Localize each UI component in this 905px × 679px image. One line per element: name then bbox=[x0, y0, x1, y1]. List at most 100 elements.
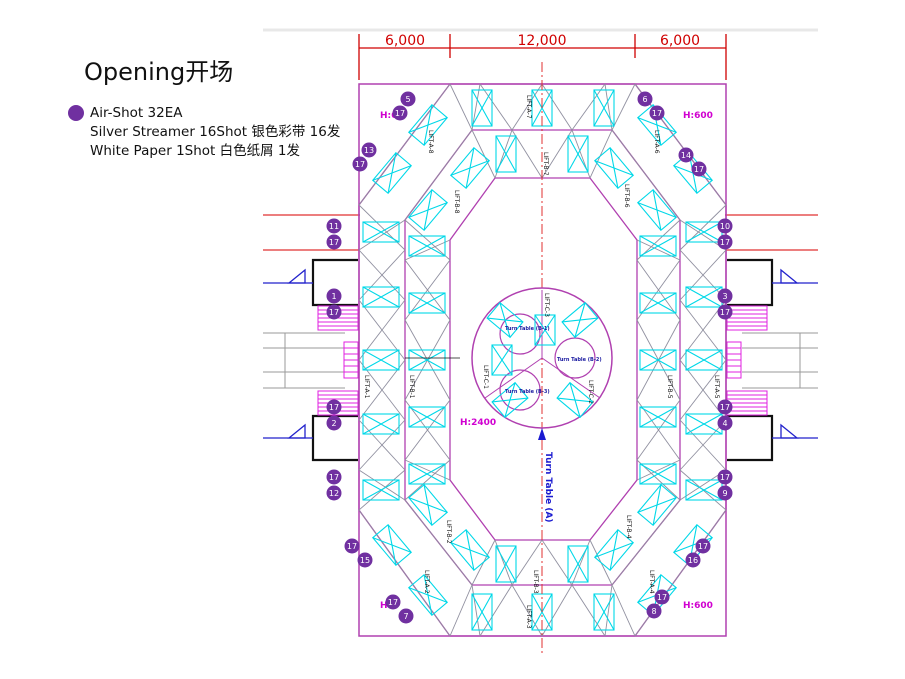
lift-label-b6: LIFT-B-6 bbox=[623, 184, 630, 208]
marker-m15: 17 bbox=[385, 594, 401, 610]
marker-m19: 14 bbox=[678, 147, 694, 163]
svg-text:17: 17 bbox=[694, 165, 704, 174]
lift-label-b3: LIFT-B-3 bbox=[532, 570, 539, 594]
dim-right: 6,000 bbox=[660, 33, 700, 49]
turntable-label-b3: Turn Table (B-3) bbox=[505, 389, 550, 395]
marker-m26: 4 bbox=[717, 415, 733, 431]
svg-text:17: 17 bbox=[720, 238, 730, 247]
marker-m25: 17 bbox=[717, 399, 733, 415]
marker-m14: 15 bbox=[357, 552, 373, 568]
svg-text:17: 17 bbox=[355, 160, 365, 169]
lift-label-a6: LIFT-A-6 bbox=[653, 130, 660, 154]
marker-m30: 16 bbox=[685, 552, 701, 568]
marker-m18: 17 bbox=[649, 105, 665, 121]
side-red-lines bbox=[263, 214, 818, 251]
marker-m21: 10 bbox=[717, 218, 733, 234]
legend-line-white-paper: White Paper 1Shot 白色纸屑 1发 bbox=[90, 143, 301, 159]
side-stairs bbox=[317, 305, 768, 416]
svg-text:10: 10 bbox=[720, 222, 730, 231]
marker-m32: 8 bbox=[646, 603, 662, 619]
svg-text:17: 17 bbox=[657, 593, 667, 602]
marker-m7: 1 bbox=[326, 288, 342, 304]
marker-m27: 17 bbox=[717, 469, 733, 485]
marker-m1: 5 bbox=[400, 91, 416, 107]
lift-label-b1: LIFT-B-1 bbox=[408, 375, 415, 399]
height-label-bottom-right: H:600 bbox=[683, 601, 713, 611]
lift-label-b4: LIFT-B-4 bbox=[625, 515, 632, 539]
marker-m10: 2 bbox=[326, 415, 342, 431]
height-label-center: H:2400 bbox=[460, 418, 496, 428]
svg-text:17: 17 bbox=[329, 238, 339, 247]
svg-text:6: 6 bbox=[642, 95, 647, 104]
turntable-label-b2: Turn Table (B-2) bbox=[557, 357, 602, 363]
legend: Air-Shot 32EA Silver Streamer 16Shot 银色彩… bbox=[68, 104, 340, 161]
lift-label-a8: LIFT-A-8 bbox=[427, 130, 434, 154]
marker-m16: 7 bbox=[398, 608, 414, 624]
marker-m13: 17 bbox=[344, 538, 360, 554]
lift-label-b5: LIFT-B-5 bbox=[666, 375, 673, 399]
marker-m6: 17 bbox=[326, 234, 342, 250]
svg-text:17: 17 bbox=[329, 308, 339, 317]
lift-label-a2: LIFT-A-2 bbox=[423, 570, 430, 594]
svg-text:12: 12 bbox=[329, 489, 339, 498]
lift-label-c3: LIFT-C-3 bbox=[543, 293, 550, 317]
svg-text:17: 17 bbox=[388, 598, 398, 607]
marker-m11: 17 bbox=[326, 469, 342, 485]
lift-label-a4: LIFT-A-4 bbox=[648, 570, 655, 594]
svg-text:2: 2 bbox=[331, 419, 336, 428]
svg-text:15: 15 bbox=[360, 556, 370, 565]
marker-m4: 17 bbox=[352, 156, 368, 172]
svg-text:14: 14 bbox=[681, 151, 691, 160]
marker-m8: 17 bbox=[326, 304, 342, 320]
svg-text:17: 17 bbox=[720, 473, 730, 482]
marker-m31: 17 bbox=[654, 589, 670, 605]
marker-m22: 17 bbox=[717, 234, 733, 250]
truss-web bbox=[358, 83, 727, 637]
lift-label-b8: LIFT-B-8 bbox=[453, 190, 460, 214]
air-shot-dot-icon bbox=[68, 105, 84, 121]
lift-label-b2: LIFT-B-2 bbox=[445, 520, 452, 544]
marker-m3: 13 bbox=[361, 142, 377, 158]
height-label-top-left: H:6 bbox=[380, 111, 397, 121]
marker-m5: 11 bbox=[326, 218, 342, 234]
turntable-label-b1: Turn Table (B-1) bbox=[505, 326, 550, 332]
air-shot-markers: 5 17 13 17 11 17 1 17 17 2 17 12 17 15 1… bbox=[326, 91, 733, 624]
side-walkways bbox=[263, 332, 818, 389]
svg-text:17: 17 bbox=[652, 109, 662, 118]
lift-label-a1: LIFT-A-1 bbox=[363, 375, 370, 399]
svg-text:3: 3 bbox=[722, 292, 727, 301]
lift-label-a5: LIFT-A-5 bbox=[713, 375, 720, 399]
marker-m24: 17 bbox=[717, 304, 733, 320]
svg-text:17: 17 bbox=[395, 109, 405, 118]
dim-left: 6,000 bbox=[385, 33, 425, 49]
legend-line-air-shot: Air-Shot 32EA bbox=[90, 105, 183, 121]
page-title: Opening开场 bbox=[84, 58, 234, 86]
turntable-label-main: Turn Table (A) bbox=[543, 452, 553, 523]
svg-text:11: 11 bbox=[329, 222, 339, 231]
lift-label-c2: LIFT-C-2 bbox=[587, 380, 594, 404]
turntable bbox=[471, 287, 613, 440]
marker-m17: 6 bbox=[637, 91, 653, 107]
lift-label-b7: LIFT-B-7 bbox=[542, 152, 549, 176]
svg-text:17: 17 bbox=[347, 542, 357, 551]
lift-label-c1: LIFT-C-1 bbox=[482, 365, 489, 389]
svg-text:16: 16 bbox=[688, 556, 698, 565]
svg-text:4: 4 bbox=[722, 419, 727, 428]
marker-m29: 17 bbox=[695, 538, 711, 554]
svg-text:7: 7 bbox=[403, 612, 408, 621]
svg-text:17: 17 bbox=[720, 403, 730, 412]
svg-text:13: 13 bbox=[364, 146, 374, 155]
svg-text:9: 9 bbox=[722, 489, 727, 498]
marker-m20: 17 bbox=[691, 161, 707, 177]
svg-text:17: 17 bbox=[329, 403, 339, 412]
dim-center: 12,000 bbox=[518, 33, 567, 49]
svg-text:17: 17 bbox=[720, 308, 730, 317]
svg-text:8: 8 bbox=[651, 607, 656, 616]
lift-label-a7: LIFT-A-7 bbox=[525, 95, 532, 119]
lift-label-a3: LIFT-A-3 bbox=[525, 605, 532, 629]
svg-text:1: 1 bbox=[331, 292, 336, 301]
marker-m2: 17 bbox=[392, 105, 408, 121]
svg-text:17: 17 bbox=[329, 473, 339, 482]
marker-m9: 17 bbox=[326, 399, 342, 415]
